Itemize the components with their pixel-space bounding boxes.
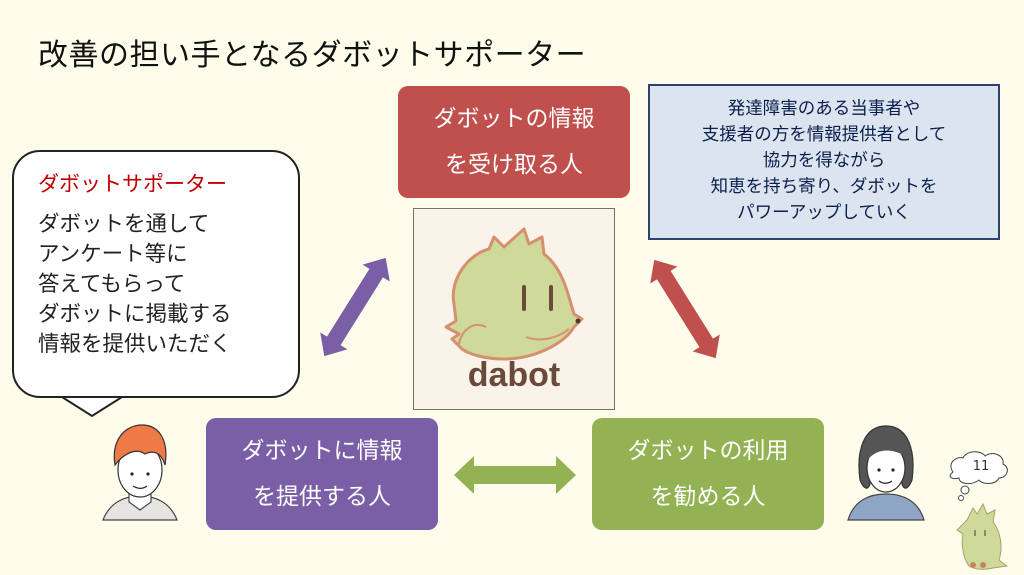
role-box-recommend: ダボットの利用 を勧める人	[592, 418, 824, 530]
person-man-icon	[102, 424, 178, 521]
dabot-face-icon	[444, 227, 584, 361]
slide-title: 改善の担い手となるダボットサポーター	[38, 38, 587, 73]
logo-text: dabot	[467, 356, 561, 394]
mascot-thinking-icon	[949, 451, 1009, 570]
role-recommend-line1: ダボットの利用	[627, 438, 789, 464]
bubble-line: ダボットを通して	[38, 212, 210, 237]
role-recommend-line2: を勧める人	[650, 484, 766, 510]
info-line: 支援者の方を情報提供者として	[701, 125, 947, 145]
info-line: 協力を得ながら	[762, 151, 886, 171]
speech-bubble: ダボットサポーター ダボットを通して アンケート等に 答えてもらって ダボットに…	[12, 150, 300, 398]
bubble-line: 答えてもらって	[38, 272, 186, 297]
info-line: パワーアップしていく	[737, 203, 911, 223]
bubble-line: アンケート等に	[38, 242, 188, 267]
info-line: 発達障害のある当事者や	[727, 99, 921, 119]
double-arrow-red-icon	[650, 259, 720, 359]
role-provide-line2: を提供する人	[253, 484, 391, 510]
info-box: 発達障害のある当事者や 支援者の方を情報提供者として 協力を得ながら 知恵を持ち…	[648, 84, 1000, 240]
page-number: 11	[972, 459, 990, 474]
role-receive-line2: を受け取る人	[445, 152, 583, 178]
role-box-provide: ダボットに情報 を提供する人	[206, 418, 438, 530]
role-receive-line1: ダボットの情報	[433, 106, 595, 132]
double-arrow-purple-icon	[320, 257, 390, 357]
bubble-title: ダボットサポーター	[38, 172, 227, 196]
person-woman-icon	[847, 425, 925, 521]
role-box-receive: ダボットの情報 を受け取る人	[398, 86, 630, 198]
role-provide-line1: ダボットに情報	[241, 438, 403, 464]
bubble-line: ダボットに掲載する	[38, 302, 232, 327]
double-arrow-green-icon	[454, 456, 576, 494]
info-line: 知恵を持ち寄り、ダボットを	[710, 177, 938, 197]
dabot-logo: dabot	[413, 208, 615, 410]
bubble-line: 情報を提供いただく	[38, 332, 232, 357]
